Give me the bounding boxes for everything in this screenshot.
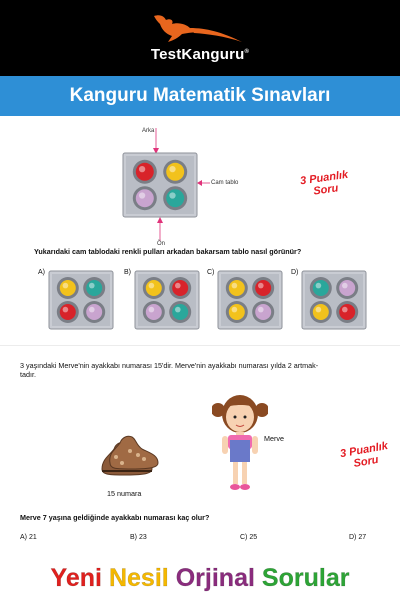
button-highlight: [258, 282, 264, 289]
option-d-board[interactable]: [301, 270, 367, 330]
yellow-button: [228, 280, 245, 296]
option-a-board[interactable]: [48, 270, 114, 330]
button-highlight: [342, 306, 348, 313]
page-title: Kanguru Matematik Sınavları: [69, 85, 331, 106]
points-badge-q1: 3 Puanlık Soru: [289, 167, 362, 201]
yellow-button: [166, 162, 185, 181]
answer-c[interactable]: C) 25: [240, 534, 258, 541]
teal-button: [166, 189, 185, 208]
shoe-size-label: 15 numara: [107, 489, 142, 498]
button-highlight: [175, 306, 181, 313]
footer-word-4: Sorular: [261, 563, 350, 592]
red-button: [135, 162, 154, 181]
option-a-letter: A): [38, 269, 45, 276]
footer-word-1: Yeni: [50, 563, 102, 592]
purple-button: [255, 304, 272, 320]
girl-icon: [212, 395, 268, 490]
left-arrow-icon: [197, 180, 210, 186]
teal-button: [172, 304, 189, 320]
logo-wordmark: TestKanguru: [150, 46, 245, 63]
button-highlight: [148, 306, 155, 313]
header-bar: TestKanguru®: [0, 0, 400, 76]
button-highlight: [175, 282, 181, 289]
button-highlight: [231, 306, 238, 313]
button-highlight: [148, 282, 155, 289]
button-highlight: [89, 306, 95, 313]
purple-button: [86, 304, 103, 320]
yellow-button: [312, 304, 329, 320]
button-highlight: [315, 282, 322, 289]
back-label: Arka: [142, 128, 155, 134]
footer-word-2: Nesil: [108, 563, 169, 592]
question-1-text: Yukarıdaki cam tablodaki renkli pulları …: [34, 247, 302, 256]
red-button: [255, 280, 272, 296]
button-highlight: [258, 306, 264, 313]
question-2-text: Merve 7 yaşına geldiğinde ayakkabı numar…: [20, 513, 210, 522]
answer-d[interactable]: D) 27: [349, 534, 367, 541]
up-arrow-icon: [157, 217, 163, 241]
red-button: [339, 304, 356, 320]
yellow-button: [145, 280, 162, 296]
teal-button: [312, 280, 329, 296]
logo-text: TestKanguru®: [0, 46, 400, 63]
option-d-letter: D): [291, 269, 299, 276]
shoes-icon: [101, 435, 159, 476]
question-2-intro: 3 yaşındaki Merve'nin ayakkabı numarası …: [20, 361, 319, 370]
answer-b[interactable]: B) 23: [130, 534, 147, 541]
kangaroo-icon: [154, 15, 242, 43]
footer-banner: Yeni Nesil Orjinal Sorular: [0, 556, 400, 600]
button-highlight: [342, 282, 348, 289]
option-b-board[interactable]: [134, 270, 200, 330]
option-b-letter: B): [124, 269, 131, 276]
button-highlight: [62, 282, 69, 289]
glass-board: [122, 152, 198, 218]
yellow-button: [228, 304, 245, 320]
purple-button: [135, 189, 154, 208]
red-button: [59, 304, 76, 320]
section-divider: [0, 345, 400, 346]
girl-name-label: Merve: [264, 434, 284, 443]
answer-a[interactable]: A) 21: [20, 534, 37, 541]
yellow-button: [59, 280, 76, 296]
title-bar: Kanguru Matematik Sınavları: [0, 76, 400, 116]
button-highlight: [169, 165, 176, 173]
registered-mark: ®: [244, 49, 250, 55]
down-arrow-icon: [153, 128, 159, 154]
button-highlight: [231, 282, 238, 289]
points-badge-q2: 3 Puanlık Soru: [328, 438, 400, 474]
question-2-intro-cont: tadır.: [20, 370, 36, 379]
button-highlight: [169, 192, 176, 199]
purple-button: [145, 304, 162, 320]
button-highlight: [138, 165, 146, 173]
button-highlight: [138, 192, 146, 199]
glass-board-label: Cam tablo: [211, 180, 239, 186]
purple-button: [339, 280, 356, 296]
button-highlight: [62, 306, 69, 313]
button-highlight: [89, 282, 95, 289]
button-highlight: [315, 306, 322, 313]
option-c-board[interactable]: [217, 270, 283, 330]
footer-word-3: Orjinal: [175, 563, 256, 592]
testkanguru-logo: TestKanguru®: [0, 12, 400, 68]
red-button: [172, 280, 189, 296]
teal-button: [86, 280, 103, 296]
front-label: Ön: [157, 241, 166, 247]
option-c-letter: C): [207, 269, 215, 276]
